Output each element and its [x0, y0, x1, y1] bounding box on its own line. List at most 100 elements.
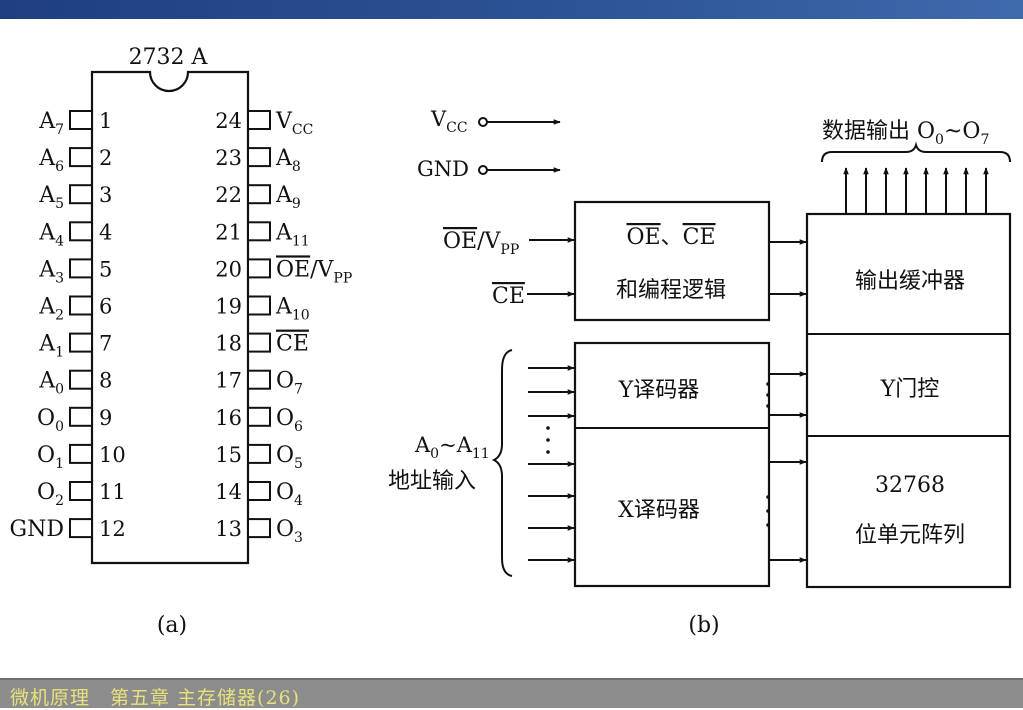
footer-title: 微机原理 第五章 主存储器(26): [10, 687, 301, 709]
pin-pad: [69, 184, 93, 205]
pin-number: 8: [99, 369, 112, 393]
y-decoder-label: Y译码器: [618, 378, 700, 403]
pin-label: A9: [275, 183, 301, 212]
x-decoder-label: X译码器: [618, 498, 700, 523]
pin-label: GND: [10, 517, 64, 542]
control-logic-line1: OE、CE: [626, 225, 715, 250]
pin-pad: [247, 369, 271, 390]
address-brace: [491, 349, 513, 577]
pin-pad: [247, 295, 271, 316]
output-buffer-label: 输出缓冲器: [855, 269, 965, 294]
pin-number: 11: [99, 480, 126, 504]
pin-pad: [247, 481, 271, 501]
pin-label: O6: [276, 406, 303, 435]
pin-label: O1: [37, 443, 64, 472]
caption-a: (a): [157, 613, 187, 638]
control-logic-line2: 和编程逻辑: [616, 278, 726, 303]
pin-pad: [69, 258, 93, 279]
data-output-label: 数据输出 O0~O7: [822, 119, 989, 148]
decoder-box: [573, 341, 771, 588]
ce-label: CE: [492, 284, 525, 309]
pin-pad: [69, 518, 93, 539]
y-gate-label: Y门控: [880, 377, 940, 402]
pin-label: A8: [275, 146, 301, 175]
pin-label: A4: [38, 220, 64, 249]
pin-label: A1: [38, 332, 64, 361]
pin-number: 13: [215, 517, 242, 541]
pin-number: 22: [215, 183, 242, 207]
pin-label: A2: [38, 295, 64, 324]
pin-label: A6: [38, 146, 64, 175]
pin-label: O4: [276, 480, 303, 509]
chip-body: [90, 70, 250, 565]
pin-pad: [247, 332, 271, 353]
pin-number: 3: [99, 183, 112, 207]
pin-label: O0: [37, 406, 64, 435]
data-output-brace: [821, 141, 1011, 163]
pin-pad: [69, 406, 93, 427]
address-input-arrows: [528, 365, 575, 563]
pin-pad: [247, 518, 271, 539]
pin-pad: [247, 184, 271, 205]
chip-pinout: 2732 A 1A72A63A54A45A36A27A18A09O010O111…: [10, 45, 353, 638]
gnd-terminal: [478, 165, 488, 175]
pin-pad: [247, 258, 271, 279]
pin-number: 5: [99, 257, 112, 281]
pin-pad: [247, 406, 271, 427]
pin-number: 18: [215, 332, 242, 356]
memory-stack-box: [805, 212, 1012, 589]
oe-vpp-label: OE/VPP: [443, 229, 519, 258]
pin-label: O2: [37, 480, 64, 509]
pin-label: CE: [276, 332, 309, 357]
pin-number: 12: [99, 517, 126, 541]
address-input-label: 地址输入: [388, 469, 476, 494]
pin-label: O3: [276, 517, 303, 546]
footer-bar: 微机原理 第五章 主存储器(26): [0, 678, 1023, 709]
pin-pad: [247, 147, 271, 168]
pin-label: OE/VPP: [276, 257, 352, 286]
caption-b: (b): [688, 613, 719, 638]
control-logic-box: [573, 200, 771, 322]
data-output-arrows: [843, 167, 989, 213]
pin-pad: [69, 147, 93, 168]
pin-label: A0: [38, 369, 64, 398]
pin-number: 1: [99, 109, 112, 133]
pin-label: A3: [38, 257, 64, 286]
pin-number: 16: [215, 406, 242, 430]
gnd-label: GND: [417, 157, 469, 181]
pin-pad: [247, 110, 271, 130]
chip-name: 2732 A: [129, 45, 209, 70]
vcc-label: VCC: [430, 107, 468, 136]
pin-number: 10: [99, 443, 126, 467]
pin-number: 6: [99, 295, 112, 319]
pin-pad: [69, 332, 93, 353]
eprom-diagram: 2732 A 1A72A63A54A45A36A27A18A09O010O111…: [10, 45, 1012, 638]
array-count-label: 32768: [875, 473, 945, 498]
pin-number: 4: [99, 220, 112, 244]
pin-number: 20: [215, 257, 242, 281]
pin-pad: [69, 369, 93, 390]
pin-number: 19: [215, 295, 242, 319]
block-diagram: VCC GND OE/VPP CE OE、CE 和编程逻辑 Y译码器 X译码器: [388, 107, 1012, 638]
pin-pad: [69, 481, 93, 501]
title-bar: [0, 0, 1023, 19]
pin-label: A11: [275, 220, 310, 249]
pin-number: 24: [215, 109, 242, 133]
pin-pad: [247, 221, 271, 242]
pin-number: 21: [215, 220, 242, 244]
pin-number: 7: [99, 332, 112, 356]
pin-label: A5: [38, 183, 64, 212]
pin-number: 23: [215, 146, 242, 170]
pin-number: 9: [99, 406, 112, 430]
pin-pad: [69, 221, 93, 242]
pin-label: A10: [275, 295, 310, 324]
pin-pad: [69, 443, 93, 464]
pin-label: VCC: [275, 109, 313, 138]
pin-number: 17: [215, 369, 242, 393]
pin-number: 2: [99, 146, 112, 170]
pin-pad: [69, 295, 93, 316]
array-label: 位单元阵列: [855, 523, 965, 548]
pin-pad: [69, 110, 93, 130]
